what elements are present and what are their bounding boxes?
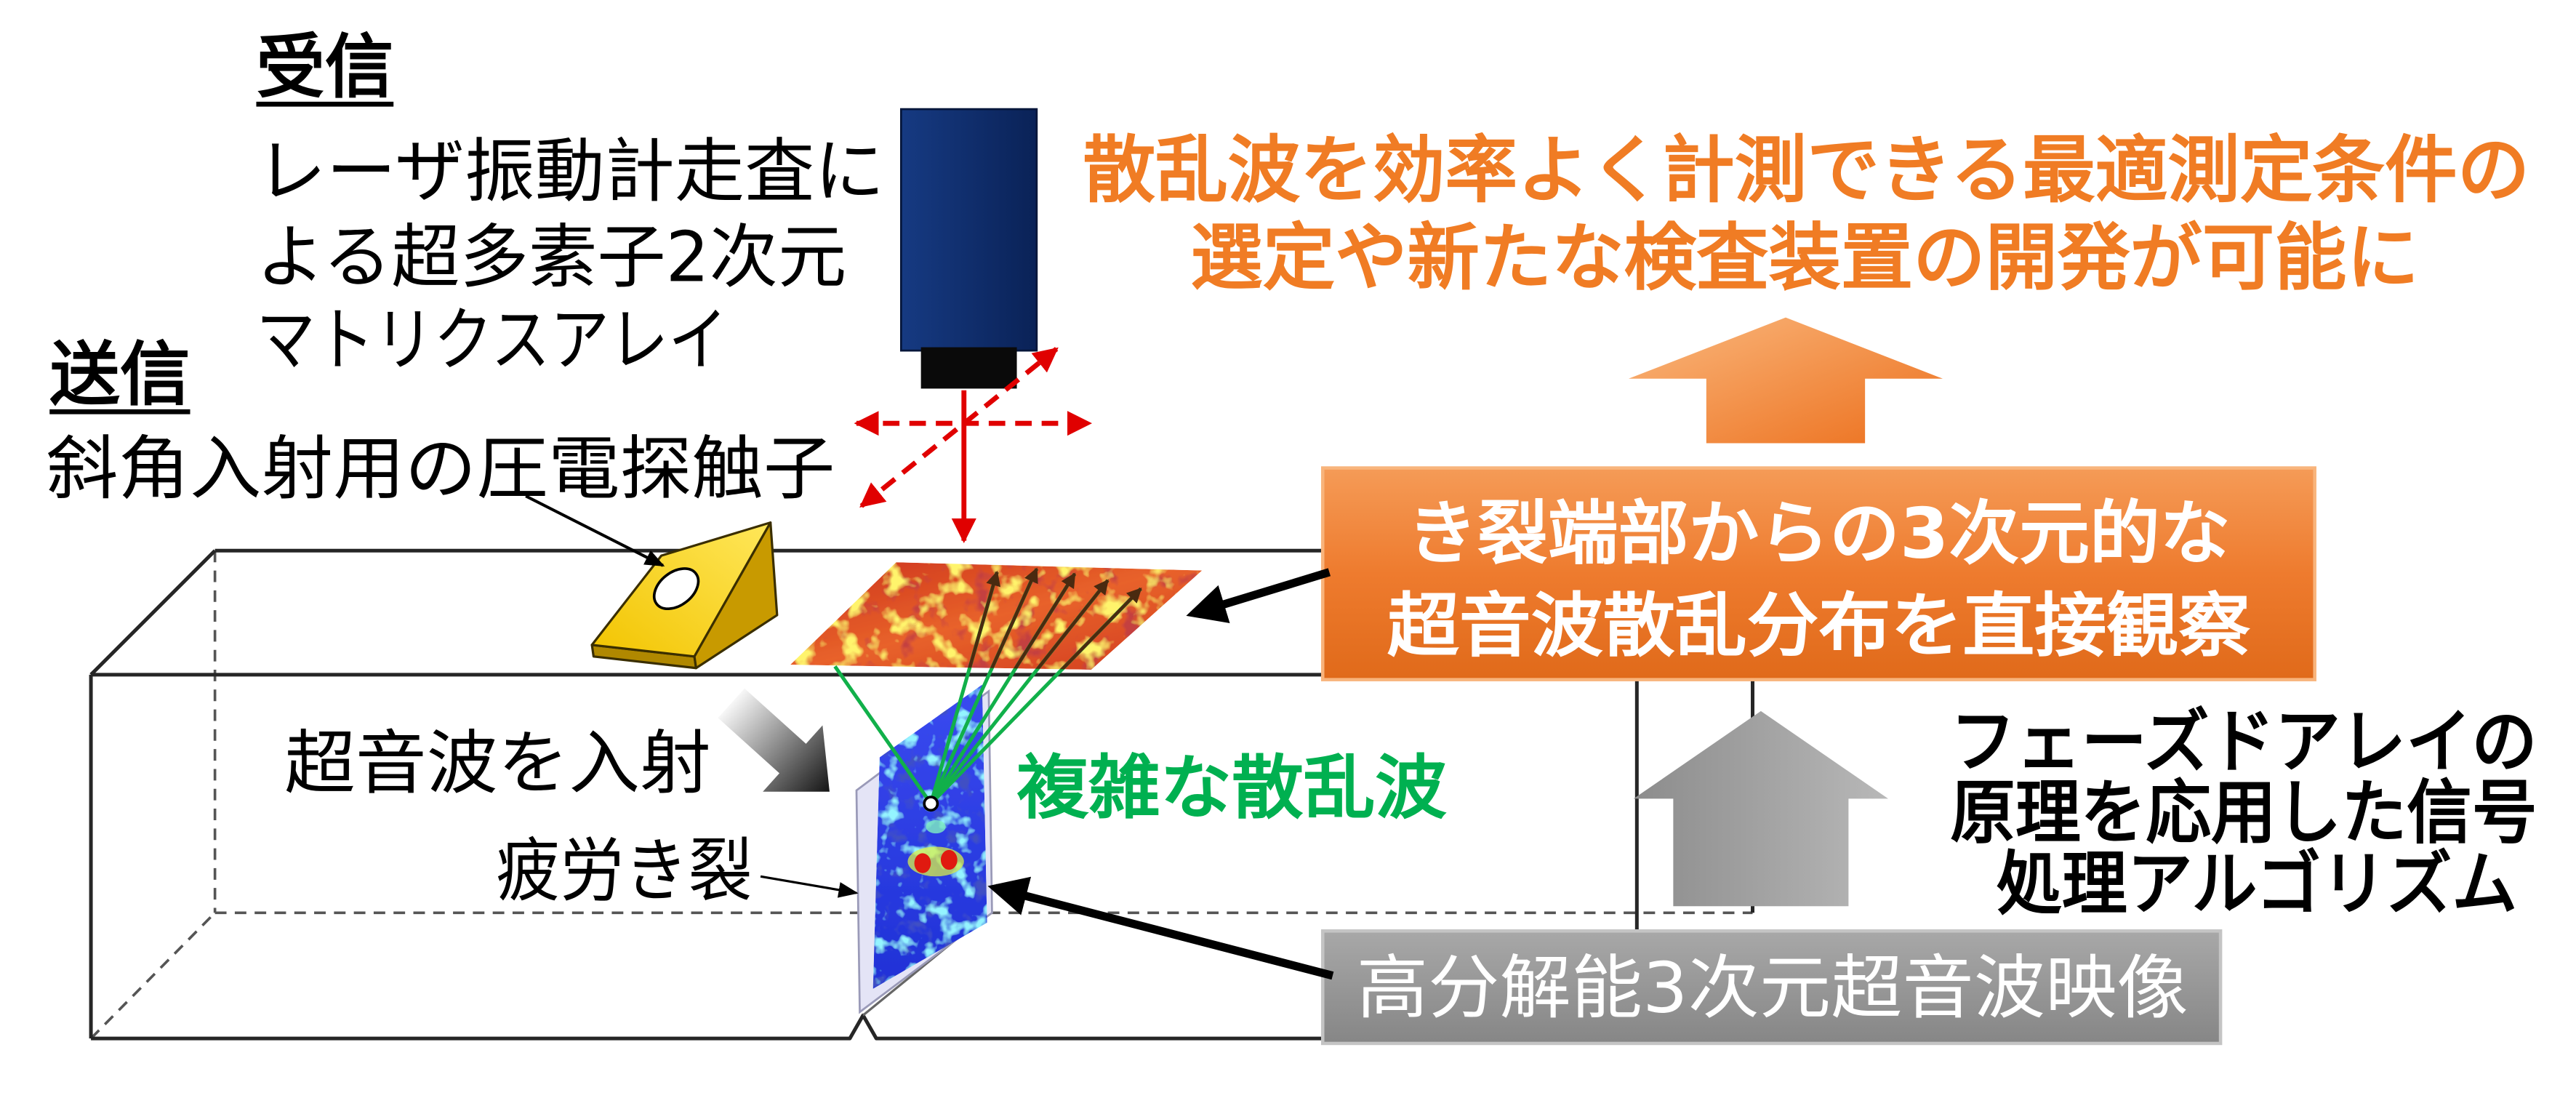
crack-hotspot-upper — [926, 820, 946, 834]
angle-beam-probe — [590, 521, 779, 670]
processing-up-arrow — [1633, 710, 1888, 907]
scattered-ray-heads — [929, 567, 1142, 670]
scattered-ray-tip — [929, 572, 1077, 670]
hidden-bottom-left-edge — [89, 912, 216, 1040]
laser-head-body — [900, 108, 1038, 352]
incident-wave-label: 超音波を入射 — [284, 722, 711, 804]
laser-vibrometer — [900, 108, 1038, 389]
scattered-ray-tip — [929, 567, 1038, 670]
imaging-pointer-arrow — [987, 876, 1334, 980]
incident-wave-arrow — [718, 688, 830, 792]
observation-box-line-2: 超音波散乱分布を直接観察 — [1387, 585, 2251, 667]
outcome-text-line-2: 選定や新たな検査装置の開発が可能に — [1190, 215, 2419, 300]
crack-plane — [855, 684, 993, 1014]
receive-description-line-1: レーザ振動計走査に — [256, 130, 884, 212]
processing-text-line-1: フェーズドアレイの — [1950, 701, 2537, 782]
receive-description-line-3: マトリクスアレイ — [256, 299, 727, 380]
scattered-ray-tip — [929, 587, 1142, 670]
complex-scattered-wave-label: 複雑な散乱波 — [1017, 748, 1448, 829]
observation-box-line-1: き裂端部からの3次元的な — [1407, 492, 2230, 574]
observation-box — [1320, 466, 2316, 681]
processing-text-line-3: 処理アルゴリズム — [1997, 843, 2517, 924]
laser-head-lens-base — [920, 347, 1017, 389]
crack-ultrasound-image — [872, 684, 987, 989]
scattered-ray-tip — [929, 570, 1001, 670]
top-left-edge — [89, 549, 217, 676]
imaging-box-label: 高分解能3次元超音波映像 — [1357, 947, 2188, 1029]
receive-description-line-2: よる超多素子2次元 — [256, 217, 846, 298]
outcome-text-line-1: 散乱波を効率よく計測できる最適測定条件の — [1083, 127, 2530, 212]
laser-scan-diagonal-arrow — [859, 347, 1059, 508]
fatigue-crack-leader-arrow — [760, 875, 859, 898]
transmit-heading: 送信 — [49, 334, 190, 415]
crack-tip-marker — [923, 796, 939, 812]
crack-hotspot-left — [914, 853, 931, 873]
scattered-ray-tip — [929, 579, 1110, 670]
probe-element-circle — [652, 567, 700, 611]
imaging-box — [1320, 929, 2223, 1046]
probe-side-face — [693, 521, 779, 670]
probe-label: 斜角入射用の圧電探触子 — [47, 428, 835, 510]
probe-leader-arrow — [525, 494, 665, 567]
crack-hotspot-right — [940, 849, 958, 870]
front-bottom-edge-with-notch — [91, 1013, 1336, 1041]
fatigue-crack-label: 疲労き裂 — [496, 830, 752, 911]
receive-heading: 受信 — [256, 26, 393, 108]
scattered-ray — [833, 665, 933, 805]
observation-pointer-arrow — [1186, 568, 1331, 624]
processing-text-line-2: 原理を応用した信号 — [1950, 772, 2537, 854]
outcome-up-arrow — [1628, 317, 1943, 444]
